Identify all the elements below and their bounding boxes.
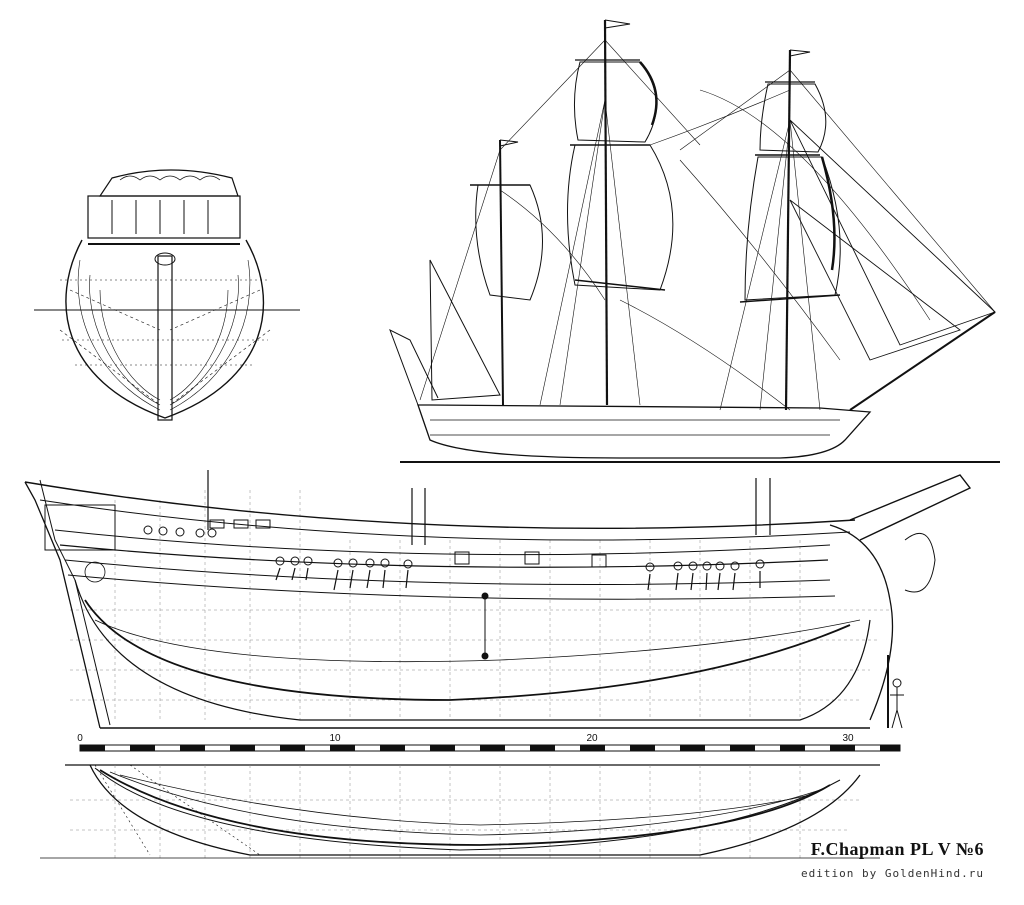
sheer-plan <box>24 470 972 729</box>
rigged-ship-elevation <box>389 19 1000 463</box>
plate-credit: edition by GoldenHind.ru <box>801 867 984 880</box>
scale-label-10: 10 <box>329 733 341 744</box>
half-breadth-plan <box>40 764 880 860</box>
scale-bar <box>79 744 901 752</box>
stern-body-view <box>34 169 300 421</box>
scale-label-20: 20 <box>586 733 598 744</box>
scale-label-30: 30 <box>842 733 854 744</box>
scale-label-0: 0 <box>77 733 83 744</box>
plate-title: F.Chapman PL V №6 <box>810 839 984 859</box>
